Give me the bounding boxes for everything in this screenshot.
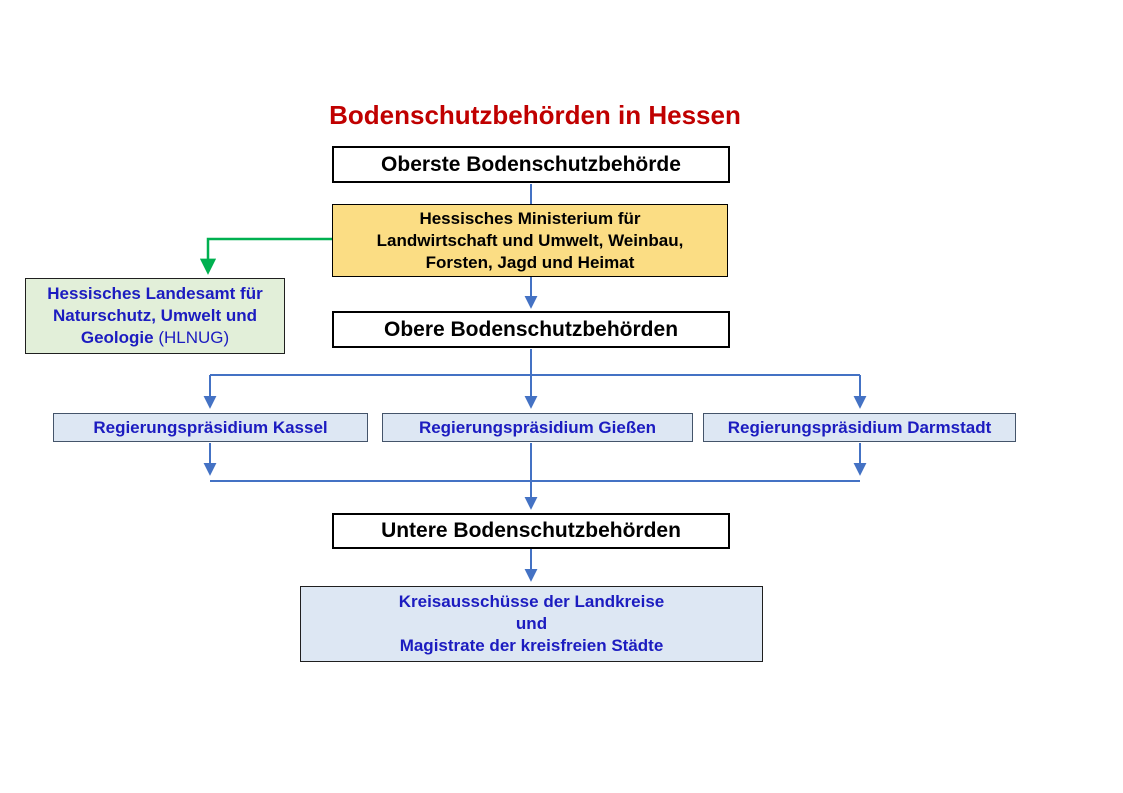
ministry-line-3: Forsten, Jagd und Heimat (425, 252, 635, 272)
box-obere-label: Obere Bodenschutzbehörden (383, 317, 679, 341)
box-oberste-label: Oberste Bodenschutzbehörde (381, 152, 681, 176)
kreise-line-2: und (515, 614, 548, 633)
rp-giessen-label: Regierungspräsidium Gießen (418, 417, 657, 437)
kreise-line-1: Kreisausschüsse der Landkreise (398, 592, 665, 611)
ministry-line-2: Landwirtschaft und Umwelt, Weinbau, (376, 230, 684, 250)
page-title: Bodenschutzbehörden in Hessen (329, 100, 741, 130)
hlnug-line-2: Naturschutz, Umwelt und (52, 306, 257, 325)
box-regierungspraesidium-kassel: Regierungspräsidium Kassel (53, 413, 368, 442)
box-untere-bodenschutzbehoerden: Untere Bodenschutzbehörden (332, 513, 730, 549)
box-oberste-bodenschutzbehoerde: Oberste Bodenschutzbehörde (332, 146, 730, 183)
box-kreisausschuesse-magistrate: Kreisausschüsse der Landkreise und Magis… (300, 586, 763, 662)
hlnug-line-3: Geologie (HLNUG) (81, 327, 229, 349)
box-hlnug: Hessisches Landesamt für Naturschutz, Um… (25, 278, 285, 354)
box-hessisches-ministerium: Hessisches Ministerium für Landwirtschaf… (332, 204, 728, 277)
hlnug-line-3-abbrev: (HLNUG) (158, 328, 230, 347)
ministry-line-1: Hessisches Ministerium für (419, 208, 641, 228)
box-regierungspraesidium-giessen: Regierungspräsidium Gießen (382, 413, 693, 442)
connector-ministerium-to-hlnug-green-arrow (199, 237, 332, 275)
box-untere-label: Untere Bodenschutzbehörden (381, 519, 681, 542)
kreise-line-3: Magistrate der kreisfreien Städte (399, 636, 664, 655)
box-obere-bodenschutzbehoerden: Obere Bodenschutzbehörden (332, 311, 730, 348)
hlnug-line-1: Hessisches Landesamt für (47, 284, 263, 303)
rp-kassel-label: Regierungspräsidium Kassel (93, 417, 328, 437)
rp-darmstadt-label: Regierungspräsidium Darmstadt (727, 417, 992, 437)
hlnug-line-3-bold: Geologie (80, 328, 154, 347)
box-regierungspraesidium-darmstadt: Regierungspräsidium Darmstadt (703, 413, 1016, 442)
